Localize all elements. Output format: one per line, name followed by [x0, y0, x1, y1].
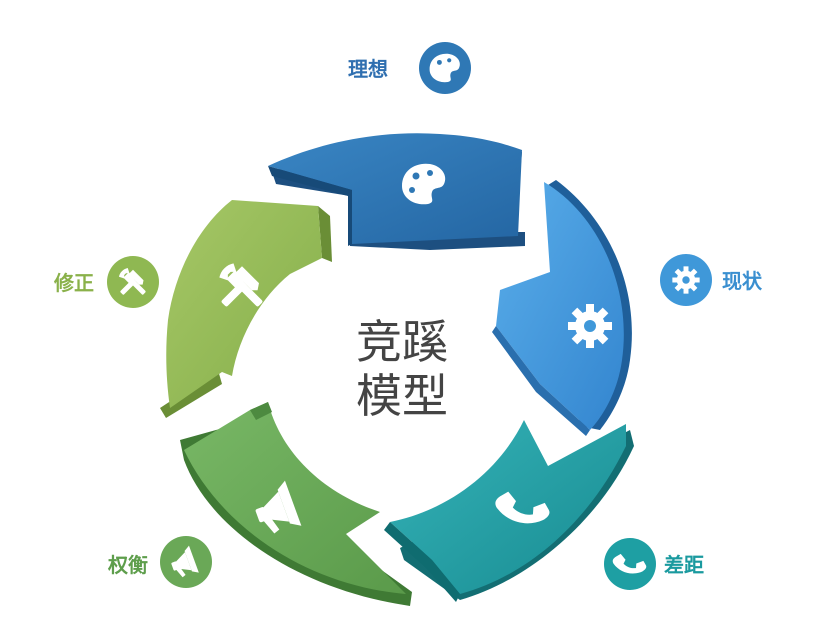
megaphone-icon	[255, 480, 302, 534]
center-title-line1: 竞蹊	[356, 315, 448, 369]
palette-icon	[402, 163, 446, 205]
gear-icon	[568, 304, 612, 348]
label-current: 现状	[660, 254, 763, 306]
megaphone-icon	[171, 545, 199, 578]
label-ideal-text: 理想	[348, 57, 388, 81]
badge-gap	[604, 538, 656, 590]
tools-icon	[219, 263, 263, 307]
label-correct-text: 修正	[53, 271, 94, 295]
label-correct: 修正	[53, 256, 159, 308]
gear-icon	[672, 266, 700, 294]
segment-current	[492, 180, 632, 436]
palette-icon	[429, 53, 460, 83]
label-current-text: 现状	[722, 269, 763, 293]
center-title-line2: 模型	[356, 369, 448, 423]
label-gap-text: 差距	[664, 553, 704, 577]
label-tradeoff-text: 权衡	[107, 553, 148, 577]
label-ideal: 理想	[348, 42, 471, 94]
segment-correct	[160, 200, 332, 418]
segment-gap	[384, 420, 634, 602]
label-tradeoff: 权衡	[107, 536, 212, 588]
phone-icon	[612, 553, 647, 574]
segment-tradeoff	[180, 402, 412, 606]
phone-icon	[495, 491, 550, 524]
label-gap: 差距	[604, 538, 704, 590]
tools-icon	[118, 267, 146, 295]
segment-ideal	[268, 133, 525, 250]
